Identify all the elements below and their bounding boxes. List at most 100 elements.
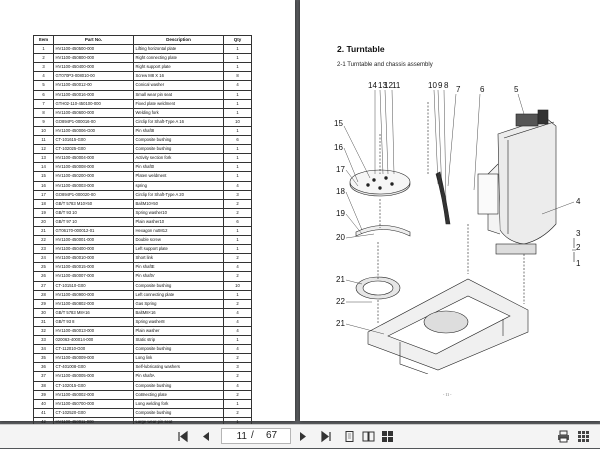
cell-item: 41: [33, 407, 54, 418]
column-header-part-no: Part No.: [53, 34, 134, 46]
cell-description: Long welding fork: [133, 398, 224, 409]
cell-part-no: CT-112010-G00: [53, 344, 134, 355]
cell-qty: 1: [223, 244, 252, 255]
cell-description: Pin shaftA: [133, 371, 224, 382]
cell-part-no: HV1100-450802-000: [53, 298, 134, 309]
cell-description: Screw M8 X 16: [133, 71, 224, 82]
callout-3: 3: [576, 229, 581, 238]
cell-item: 1: [33, 44, 54, 55]
cell-item: 40: [33, 398, 54, 409]
callout-4: 4: [576, 197, 581, 206]
cell-description: Right connecting plate: [133, 53, 224, 64]
cell-item: 35: [33, 353, 54, 364]
cell-description: Left connecting plate: [133, 289, 224, 300]
grid-view-icon[interactable]: [381, 430, 394, 443]
cell-description: Fixed plate weldment: [133, 98, 224, 109]
cell-description: Composite bushing: [133, 144, 224, 155]
cell-item: 36: [33, 362, 54, 373]
last-page-icon[interactable]: [320, 430, 333, 443]
current-page-input[interactable]: [225, 429, 247, 443]
callout-22: 22: [336, 297, 345, 306]
cell-qty: 1: [223, 62, 252, 73]
callout-5: 5: [514, 85, 519, 94]
cell-description: Circlip for Shaft-Type A 20: [133, 189, 224, 200]
cell-qty: 1: [223, 162, 252, 173]
cell-qty: 4: [223, 262, 252, 273]
cell-qty: 2: [223, 371, 252, 382]
cell-item: 34: [33, 344, 54, 355]
cell-description: Pin shaft8: [133, 125, 224, 137]
cell-qty: 2: [223, 207, 252, 218]
cable-chain-shape: [435, 171, 451, 225]
cell-qty: 1: [223, 398, 252, 409]
cell-part-no: HV1100-450015-000: [53, 262, 134, 273]
cell-part-no: HV1100-450016-000: [53, 89, 134, 100]
callout-1: 1: [576, 259, 581, 268]
cell-description: Left support plate: [133, 244, 224, 255]
cell-part-no: HV1100-450700-000: [53, 398, 134, 409]
cell-part-no: GTH02-110-450100-000: [53, 98, 134, 109]
grid-menu-icon[interactable]: [576, 429, 591, 444]
cell-qty: 1: [223, 235, 252, 246]
print-icon[interactable]: [556, 429, 571, 444]
cell-part-no: HV1100-450005-000: [53, 371, 134, 382]
fit-page-icon[interactable]: [343, 430, 356, 443]
cell-description: Long link: [133, 353, 224, 364]
cell-qty: 4: [223, 80, 252, 91]
cell-qty: 1: [223, 153, 252, 164]
cell-qty: 3: [223, 362, 252, 373]
cell-item: 19: [33, 207, 54, 218]
cell-description: Conical washer: [133, 80, 224, 91]
cell-item: 16: [33, 180, 54, 191]
next-page-icon[interactable]: [297, 430, 310, 443]
cell-item: 21: [33, 225, 54, 237]
cell-description: Double screw: [133, 235, 224, 246]
first-page-icon[interactable]: [176, 430, 189, 443]
cell-part-no: HV1100-450001-000: [53, 235, 134, 246]
cell-qty: 2: [223, 298, 252, 309]
callout-13: 13: [378, 81, 387, 90]
cell-description: Composite bushing: [133, 380, 224, 391]
cell-part-no: CT-401008-G00: [53, 362, 134, 373]
cell-description: Pin shaftV: [133, 271, 224, 282]
cell-qty: 1: [223, 98, 252, 109]
cell-part-no: HV1100-450900-000: [53, 289, 134, 300]
cell-part-no: CT-102015-G00: [53, 380, 134, 391]
cell-description: Plain washer: [133, 325, 224, 337]
previous-page-icon[interactable]: [199, 430, 212, 443]
cell-description: Lifting horizontal plate: [133, 44, 224, 55]
callout-10: 10: [428, 81, 437, 90]
cell-qty: 2: [223, 389, 252, 400]
cell-item: 23: [33, 244, 54, 255]
cell-item: 9: [33, 116, 54, 127]
cell-part-no: GT06170-000012-01: [53, 225, 134, 237]
cell-part-no: HV1100-450004-000: [53, 153, 134, 164]
cell-item: 8: [33, 107, 54, 118]
section-subtitle: 2-1 Turntable and chassis assembly: [337, 62, 433, 68]
cell-item: 11: [33, 135, 54, 146]
cell-part-no: GO894P1-000020-00: [53, 189, 134, 200]
cell-qty: 1: [223, 107, 252, 118]
page-11: 2. Turntable 2-1 Turntable and chassis a…: [300, 0, 600, 421]
section-title: 2. Turntable: [337, 44, 385, 54]
two-page-view-icon[interactable]: [362, 430, 375, 443]
cell-part-no: GB/T 5783 M8×16: [53, 307, 134, 318]
callout-12: 12: [384, 81, 393, 90]
viewer-toolbar: / 67: [0, 424, 600, 448]
cell-qty: 6: [223, 135, 252, 146]
